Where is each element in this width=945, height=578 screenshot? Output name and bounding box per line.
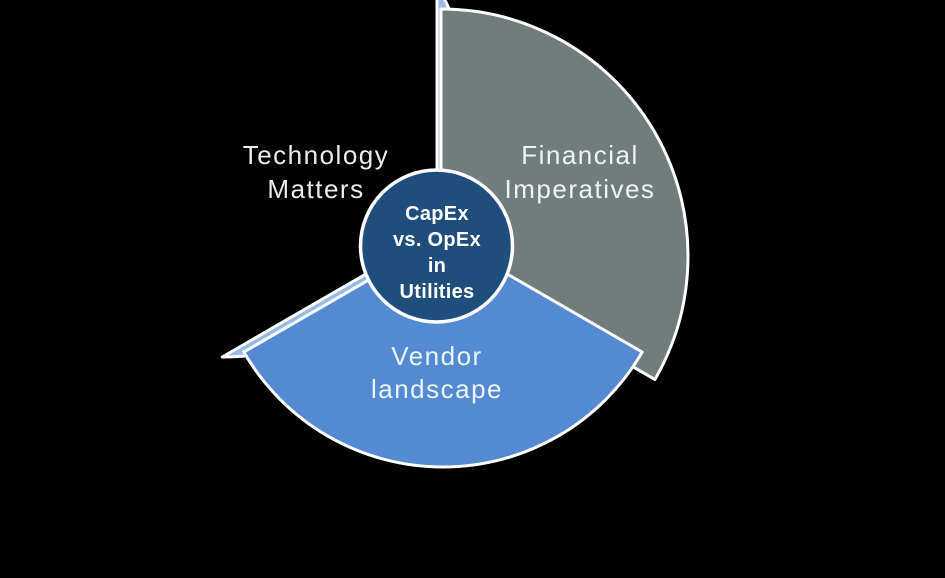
vendor-landscape-label-line1: Vendor [391, 341, 482, 371]
vendor-landscape-label-line2: landscape [371, 374, 503, 404]
center-hub-label-line4: Utilities [400, 281, 475, 303]
slice-vendor-landscape [242, 235, 644, 469]
financial-imperatives-label-line2: Imperatives [505, 174, 656, 204]
technology-matters-label-line2: Matters [267, 174, 364, 204]
center-hub-circle [358, 168, 515, 324]
center-hub-label-line2: vs. OpEx [393, 229, 481, 251]
center-hub-label-line1: CapEx [405, 203, 469, 225]
technology-matters-label-line1: Technology [243, 140, 390, 170]
center-hub-label-line3: in [428, 255, 446, 277]
financial-imperatives-label-line1: Financial [521, 140, 639, 170]
